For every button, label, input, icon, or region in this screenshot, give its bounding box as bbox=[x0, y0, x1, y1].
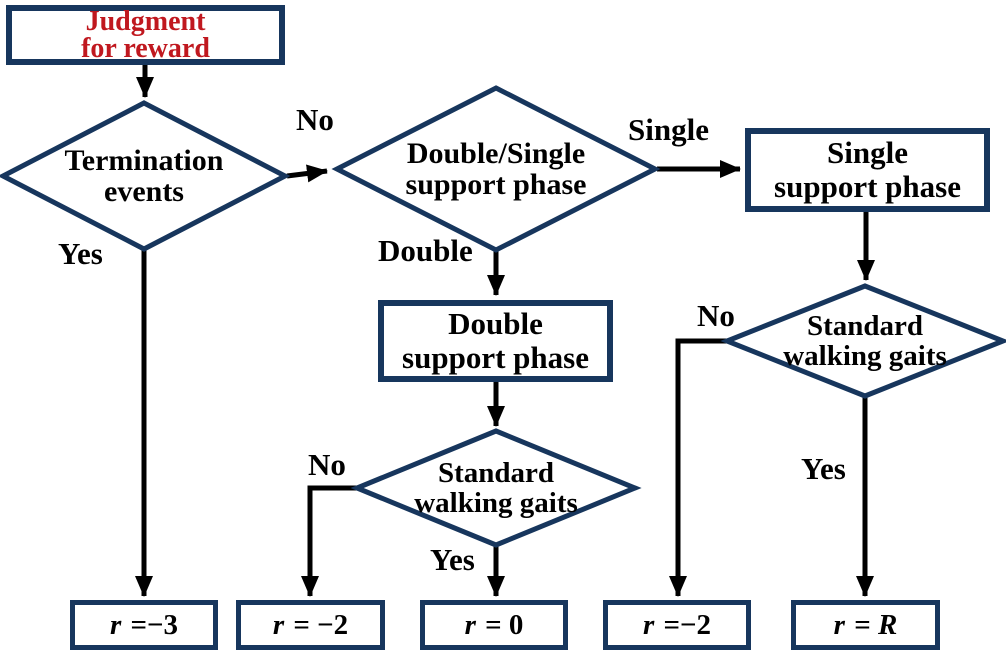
result-2-var: r bbox=[272, 608, 285, 641]
result-r-zero: r = 0 bbox=[420, 600, 568, 650]
result-4-var: r bbox=[642, 608, 655, 641]
process-single-line1: Single bbox=[827, 135, 908, 170]
result-5-var: r bbox=[833, 608, 845, 641]
decision-phase-shape bbox=[331, 85, 661, 253]
process-double-support-phase: Double support phase bbox=[378, 300, 613, 382]
arrow-termination-no bbox=[286, 164, 328, 183]
result-r-equals-R: r = R bbox=[791, 600, 940, 650]
start-node-line2: for reward bbox=[81, 33, 210, 64]
decision-termination-shape bbox=[0, 100, 291, 252]
start-node-line1: Judgment bbox=[85, 6, 206, 37]
edge-label-gaits-right-yes: Yes bbox=[801, 451, 846, 486]
edge-label-gaits-mid-no: No bbox=[308, 447, 346, 482]
arrow-gaits-right-no-to-r-minus2 bbox=[669, 338, 727, 597]
result-1-var: r bbox=[109, 608, 122, 641]
start-node-judgment-for-reward: Judgment for reward bbox=[6, 5, 285, 65]
edge-label-phase-single: Single bbox=[628, 112, 709, 147]
result-4-value: =−2 bbox=[656, 608, 712, 641]
result-3-var: r bbox=[464, 608, 476, 641]
edge-label-gaits-mid-yes: Yes bbox=[430, 542, 475, 577]
result-3-value: = 0 bbox=[477, 608, 524, 641]
process-double-line1: Double bbox=[448, 306, 543, 341]
edge-label-gaits-right-no: No bbox=[697, 298, 735, 333]
process-single-line2: support phase bbox=[774, 169, 961, 204]
result-5-value: = bbox=[846, 608, 878, 641]
edge-label-phase-double: Double bbox=[378, 233, 473, 268]
process-single-support-phase: Single support phase bbox=[745, 128, 990, 212]
edge-label-termination-no: No bbox=[296, 102, 334, 137]
decision-gaits-mid-shape bbox=[350, 428, 642, 548]
arrow-gaits-mid-no-to-r-minus2 bbox=[301, 485, 357, 597]
result-r-minus-2-mid: r = −2 bbox=[236, 600, 385, 650]
process-double-line2: support phase bbox=[402, 340, 589, 375]
edge-label-termination-yes: Yes bbox=[58, 236, 103, 271]
result-2-value: = −2 bbox=[286, 608, 349, 641]
decision-gaits-right-shape bbox=[720, 283, 1006, 399]
result-5-var2: R bbox=[877, 608, 898, 641]
result-r-minus-2-right: r =−2 bbox=[603, 600, 751, 650]
result-1-value: =−3 bbox=[123, 608, 179, 641]
result-r-minus-3: r =−3 bbox=[70, 600, 218, 650]
